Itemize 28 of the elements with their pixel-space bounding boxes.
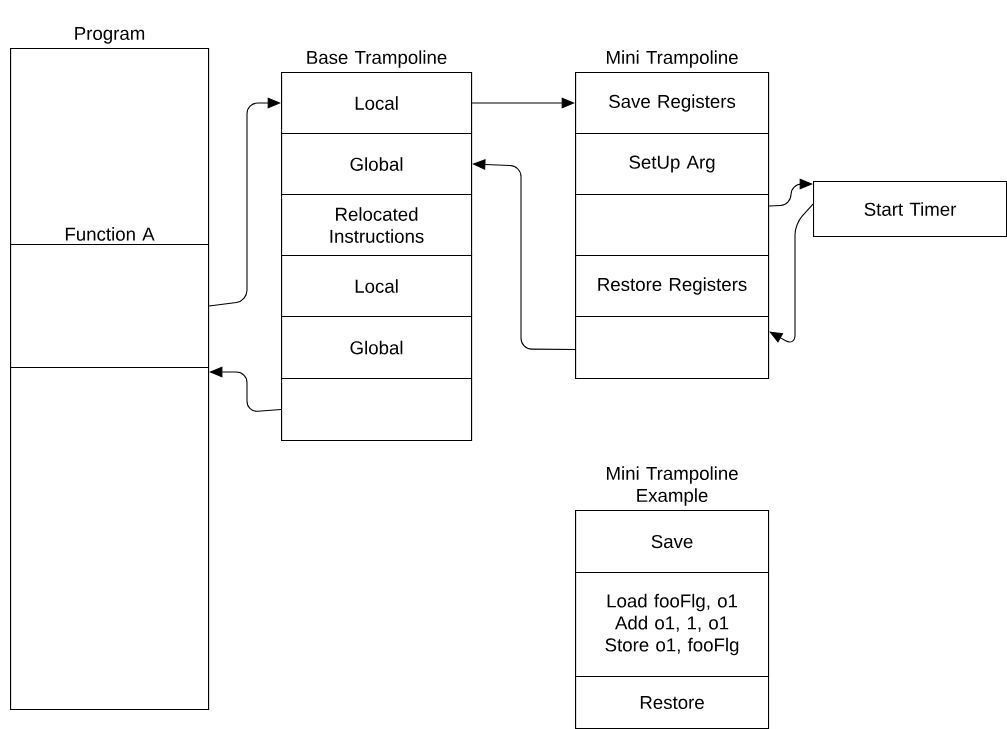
node-label: Mini Trampoline Example	[607, 466, 738, 506]
arrow	[209, 366, 282, 412]
memory-cell: Local	[281, 255, 473, 318]
empty-cell	[10, 244, 210, 369]
memory-cell: Local	[281, 72, 473, 135]
memory-cell: Restore Registers	[575, 255, 770, 318]
empty-cell	[281, 378, 473, 442]
node-label: Base Trampoline	[307, 50, 447, 68]
arrow	[471, 97, 575, 109]
empty-cell	[575, 316, 770, 380]
arrow	[769, 203, 814, 343]
arrow	[768, 178, 813, 207]
memory-cell: Global	[281, 133, 473, 196]
node-label: Mini Trampoline	[607, 50, 738, 68]
process-box: Start Timer	[813, 181, 1007, 238]
memory-cell: Relocated Instructions	[281, 194, 473, 257]
node-label: Program	[75, 27, 145, 44]
arrow	[472, 159, 576, 351]
memory-cell: SetUp Arg	[575, 133, 770, 196]
memory-cell: Function A	[10, 48, 210, 246]
empty-cell	[575, 194, 770, 257]
memory-cell: Load fooFlg, o1 Add o1, 1, o1 Store o1, fooFlg	[575, 572, 770, 678]
memory-cell: Restore	[575, 676, 770, 729]
arrow	[208, 97, 281, 307]
empty-cell	[10, 367, 210, 711]
memory-cell: Save	[575, 510, 770, 574]
memory-cell: Save Registers	[575, 72, 770, 135]
memory-cell: Global	[281, 316, 473, 380]
